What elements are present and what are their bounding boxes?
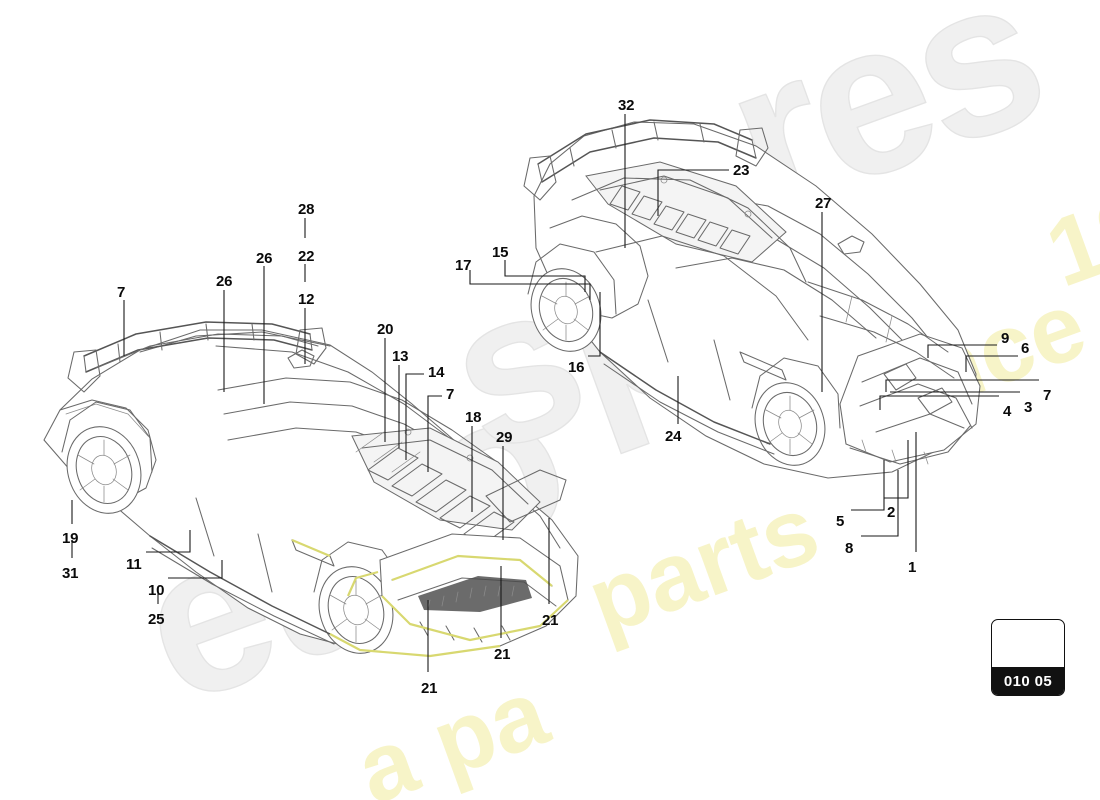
- callout-21[interactable]: 21: [494, 646, 511, 663]
- callout-16[interactable]: 16: [568, 359, 585, 376]
- callout-11[interactable]: 11: [126, 556, 142, 573]
- callout-22[interactable]: 22: [298, 248, 315, 265]
- callout-26[interactable]: 26: [216, 273, 233, 290]
- callout-10[interactable]: 10: [148, 582, 165, 599]
- engine-deck-right: [585, 161, 787, 263]
- callout-18[interactable]: 18: [465, 409, 482, 426]
- leader-lines-left: [71, 218, 550, 672]
- callout-28[interactable]: 28: [298, 201, 315, 218]
- callout-31[interactable]: 31: [62, 565, 79, 582]
- callout-14[interactable]: 14: [428, 364, 445, 381]
- callout-21[interactable]: 21: [421, 680, 438, 697]
- callout-9[interactable]: 9: [1001, 330, 1010, 347]
- callout-5[interactable]: 5: [836, 513, 845, 530]
- callout-7[interactable]: 7: [117, 284, 126, 301]
- vehicle-left: [43, 218, 579, 672]
- vehicle-right: [469, 114, 1039, 552]
- callout-8[interactable]: 8: [845, 540, 854, 557]
- callout-19[interactable]: 19: [62, 530, 79, 547]
- callout-3[interactable]: 3: [1024, 399, 1033, 416]
- diagram-id-text: 010 05: [992, 667, 1064, 695]
- wheel-left-front: [66, 426, 142, 514]
- wheel-right-front: [754, 382, 826, 466]
- front-bumper-right: [839, 333, 981, 465]
- callout-4[interactable]: 4: [1003, 403, 1012, 420]
- callout-1[interactable]: 1: [908, 559, 917, 576]
- callout-25[interactable]: 25: [148, 611, 165, 628]
- callout-26[interactable]: 26: [256, 250, 273, 267]
- wheel-right-rear: [530, 268, 602, 352]
- callout-32[interactable]: 32: [618, 97, 635, 114]
- callout-2[interactable]: 2: [887, 504, 896, 521]
- callout-20[interactable]: 20: [377, 321, 394, 338]
- leader-lines-right: [469, 114, 1039, 552]
- callout-24[interactable]: 24: [665, 428, 682, 445]
- engine-cover-left: [351, 427, 541, 545]
- callout-12[interactable]: 12: [298, 291, 315, 308]
- callout-21[interactable]: 21: [542, 612, 559, 629]
- diagram-id-badge: 010 05: [991, 619, 1065, 696]
- callout-23[interactable]: 23: [733, 162, 750, 179]
- callout-13[interactable]: 13: [392, 348, 409, 365]
- callout-15[interactable]: 15: [492, 244, 509, 261]
- callout-7[interactable]: 7: [1043, 387, 1052, 404]
- callout-6[interactable]: 6: [1021, 340, 1030, 357]
- callout-29[interactable]: 29: [496, 429, 513, 446]
- callout-17[interactable]: 17: [455, 257, 472, 274]
- callout-27[interactable]: 27: [815, 195, 832, 212]
- callout-7[interactable]: 7: [446, 386, 455, 403]
